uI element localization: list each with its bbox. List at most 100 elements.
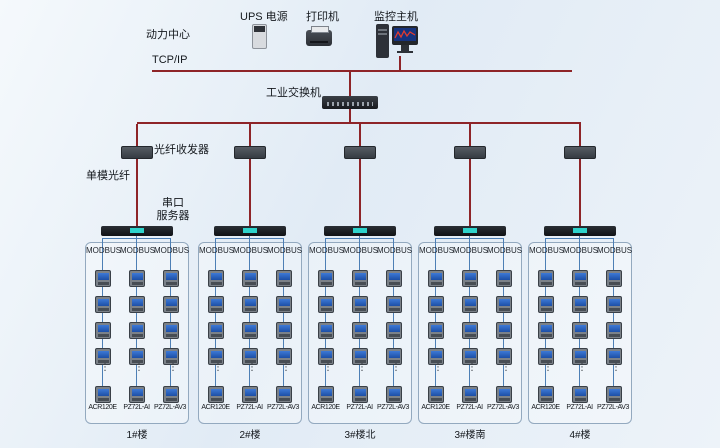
modbus-bus-line — [503, 239, 504, 401]
meter-screen — [388, 351, 400, 358]
modbus-label: MODBUS — [233, 246, 269, 255]
meter-screen — [244, 325, 256, 332]
meter-icon — [496, 348, 512, 365]
meter-screen — [574, 273, 586, 280]
fiber-transceiver-label: 光纤收发器 — [154, 144, 209, 156]
meter-screen — [320, 325, 332, 332]
meter-keys — [210, 398, 222, 401]
meter-keys — [97, 398, 109, 401]
meter-screen — [354, 351, 366, 358]
meter-icon — [95, 386, 111, 403]
meter-icon — [428, 322, 444, 339]
meter-screen — [574, 299, 586, 306]
single-mode-fiber-line — [359, 159, 361, 226]
meter-icon — [352, 386, 368, 403]
server-display — [243, 228, 257, 233]
meter-screen — [278, 273, 290, 280]
ellipsis-dots: ⋮ — [323, 362, 333, 373]
meter-icon — [496, 296, 512, 313]
meter-icon — [386, 386, 402, 403]
ellipsis-dots: ⋮ — [501, 362, 511, 373]
meter-icon — [163, 270, 179, 287]
single-mode-fiber-line — [249, 159, 251, 226]
meter-keys — [210, 334, 222, 337]
meter-icon — [462, 348, 478, 365]
meter-screen — [608, 325, 620, 332]
meter-screen — [608, 389, 620, 396]
meter-model-label: PZ72L-AV3 — [266, 404, 300, 411]
modbus-bus-line — [435, 239, 436, 401]
switch-uplink-line — [349, 72, 351, 96]
meter-screen — [210, 273, 222, 280]
meter-keys — [498, 334, 510, 337]
fiber-drop-line — [359, 124, 361, 146]
meter-keys — [540, 334, 552, 337]
meter-screen — [388, 273, 400, 280]
meter-keys — [540, 282, 552, 285]
modbus-bus-line — [393, 239, 394, 401]
meter-icon — [242, 296, 258, 313]
meter-icon — [95, 348, 111, 365]
meter-screen — [97, 389, 109, 396]
fiber-transceiver-icon — [234, 146, 266, 159]
meter-keys — [244, 360, 256, 363]
meter-keys — [278, 334, 290, 337]
meter-screen — [430, 351, 442, 358]
server-display — [463, 228, 477, 233]
ellipsis-dots: ⋮ — [391, 362, 401, 373]
meter-screen — [278, 325, 290, 332]
meter-screen — [97, 299, 109, 306]
meter-icon — [318, 296, 334, 313]
meter-icon — [606, 296, 622, 313]
ellipsis-dots: ⋮ — [577, 362, 587, 373]
meter-keys — [320, 282, 332, 285]
meter-screen — [278, 389, 290, 396]
meter-model-label: PZ72L-AI — [123, 404, 150, 411]
server-display — [353, 228, 367, 233]
meter-keys — [608, 282, 620, 285]
distribution-line — [137, 122, 581, 124]
meter-keys — [354, 308, 366, 311]
meter-keys — [210, 360, 222, 363]
meter-keys — [278, 282, 290, 285]
meter-icon — [129, 386, 145, 403]
bus-spread-line — [102, 238, 171, 239]
meter-keys — [464, 334, 476, 337]
serial-server-icon — [214, 226, 286, 236]
meter-keys — [244, 398, 256, 401]
meter-keys — [97, 308, 109, 311]
meter-keys — [165, 334, 177, 337]
meter-screen — [464, 389, 476, 396]
meter-screen — [278, 351, 290, 358]
meter-model-label: ACR120E — [88, 404, 117, 411]
meter-keys — [388, 334, 400, 337]
meter-model-label: ACR120E — [531, 404, 560, 411]
meter-keys — [464, 282, 476, 285]
modbus-label: MODBUS — [419, 246, 455, 255]
meter-keys — [540, 398, 552, 401]
meter-keys — [278, 398, 290, 401]
meter-icon — [129, 270, 145, 287]
meter-icon — [242, 270, 258, 287]
meter-icon — [572, 296, 588, 313]
meter-keys — [608, 334, 620, 337]
meter-screen — [388, 299, 400, 306]
meter-icon — [208, 348, 224, 365]
building-name: 4#楼 — [569, 430, 591, 441]
meter-icon — [572, 348, 588, 365]
modbus-bus-line — [283, 239, 284, 401]
meter-screen — [210, 351, 222, 358]
serial-server-label-line1: 串口 — [162, 197, 184, 209]
meter-icon — [208, 322, 224, 339]
meter-keys — [244, 308, 256, 311]
serial-server-icon — [544, 226, 616, 236]
meter-screen — [608, 299, 620, 306]
meter-icon — [276, 348, 292, 365]
meter-model-label: PZ72L-AV3 — [596, 404, 630, 411]
tcpip-backbone-line — [152, 70, 572, 72]
meter-keys — [210, 282, 222, 285]
meter-icon — [606, 386, 622, 403]
meter-icon — [276, 322, 292, 339]
